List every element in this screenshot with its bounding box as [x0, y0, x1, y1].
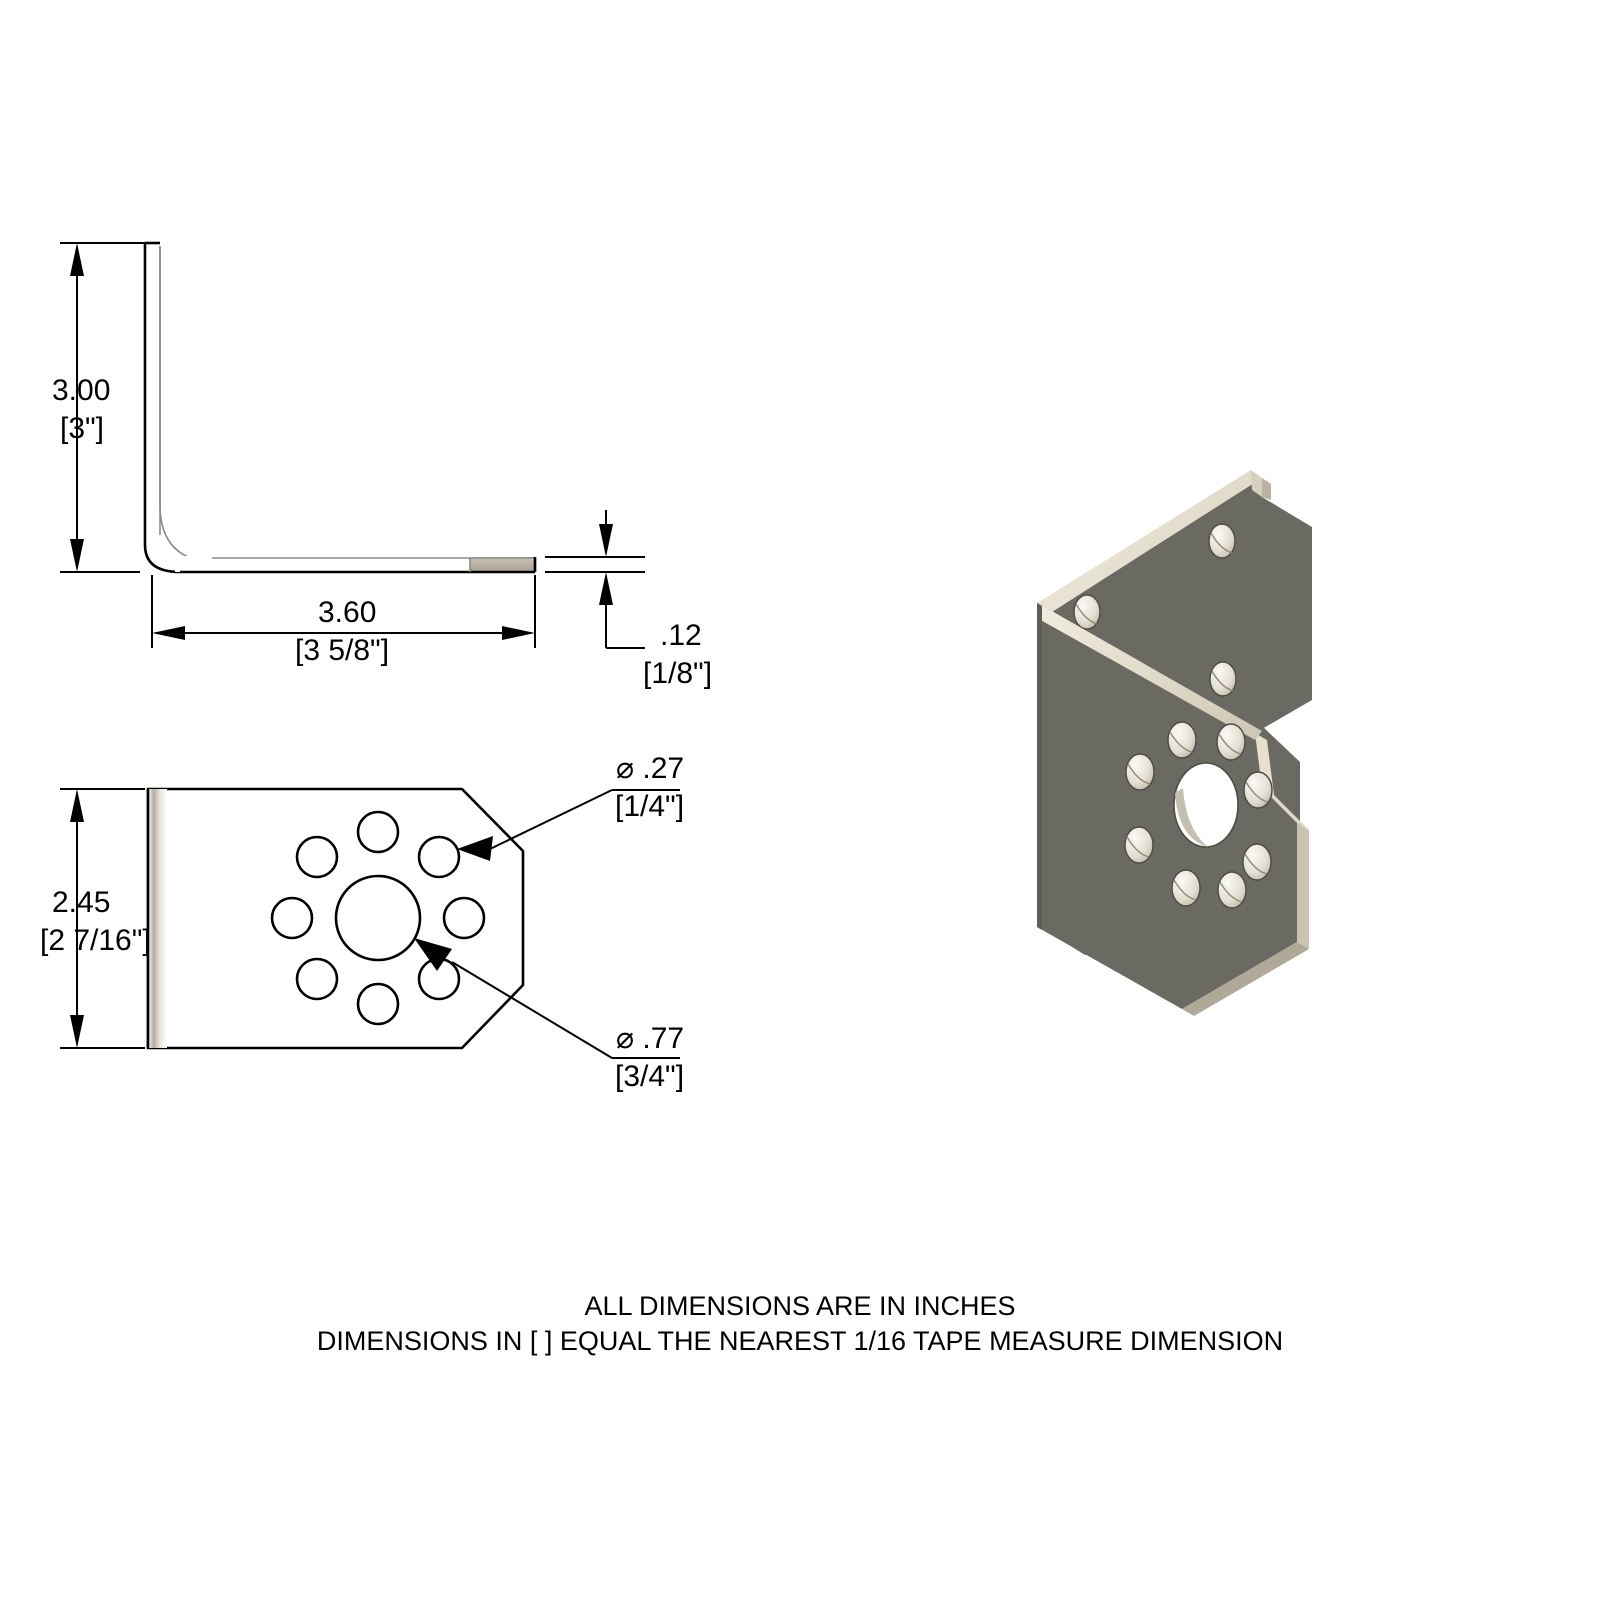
front-plan-view: 2.45 [2 7/16"] ⌀ .27 [1/4"] ⌀ .77 [3/4"] [40, 752, 684, 1093]
bolt-hole-pattern [270, 810, 486, 1026]
dimension-width: 2.45 [2 7/16"] [40, 788, 151, 1049]
bolt-hole [295, 957, 339, 1001]
callout-small-hole: ⌀ .27 [1/4"] [457, 752, 684, 861]
iso-center-hole [1173, 762, 1239, 848]
iso-plate-bend-band [1037, 603, 1262, 740]
iso-flange-top-edge [1251, 470, 1262, 497]
drawing-notes: ALL DIMENSIONS ARE IN INCHES DIMENSIONS … [317, 1291, 1283, 1356]
iso-plate-chamfer-thickness [1262, 788, 1309, 830]
bolt-hole [356, 982, 400, 1026]
callout-small-hole-symbol-value: ⌀ .27 [616, 752, 684, 785]
callout-small-hole-fraction: [1/4"] [615, 790, 684, 823]
dimension-thickness-fraction: [1/8"] [643, 657, 712, 690]
side-view-horizontal-leg [175, 556, 537, 574]
callout-center-hole-symbol-value: ⌀ .77 [616, 1022, 684, 1055]
callout-center-hole-fraction: [3/4"] [615, 1060, 684, 1093]
bolt-hole [356, 810, 400, 854]
note-line-1: ALL DIMENSIONS ARE IN INCHES [584, 1291, 1015, 1321]
iso-bolt-holes [1124, 721, 1273, 909]
iso-plate-bottom-chamfer [1182, 942, 1309, 1016]
dimension-thickness-decimal: .12 [660, 619, 702, 652]
bolt-hole [417, 835, 461, 879]
dimension-width-fraction: [2 7/16"] [40, 924, 151, 957]
dimension-height-decimal: 3.00 [52, 374, 110, 407]
bolt-hole [295, 835, 339, 879]
iso-flange-right-edge [1262, 478, 1271, 500]
dimension-thickness: .12 [1/8"] [545, 510, 712, 690]
dimension-length: 3.60 [3 5/8"] [151, 575, 536, 667]
isometric-3d-view [1037, 470, 1312, 1016]
iso-flange-holes [1073, 523, 1237, 697]
iso-flange-face [1052, 478, 1312, 733]
dimension-length-fraction: [3 5/8"] [295, 634, 389, 667]
iso-plate-right-thickness [1297, 823, 1309, 949]
center-hole [334, 874, 422, 962]
dimension-height-fraction: [3"] [60, 412, 104, 445]
bolt-hole [442, 896, 486, 940]
side-view-vertical-leg [143, 241, 216, 574]
bolt-hole [270, 896, 314, 940]
iso-plate-left-edge [1037, 603, 1042, 930]
front-view-bend-edge [148, 789, 167, 1048]
dimension-width-decimal: 2.45 [52, 886, 110, 919]
callout-center-hole: ⌀ .77 [3/4"] [414, 938, 684, 1093]
dimension-height: 3.00 [3"] [52, 242, 148, 573]
note-line-2: DIMENSIONS IN [ ] EQUAL THE NEAREST 1/16… [317, 1326, 1283, 1356]
dimension-length-decimal: 3.60 [318, 596, 376, 629]
side-elevation-view: 3.00 [3"] 3.60 [3 5/8"] .12 [1/8"] [52, 241, 712, 690]
side-view-end-shading [470, 557, 535, 572]
